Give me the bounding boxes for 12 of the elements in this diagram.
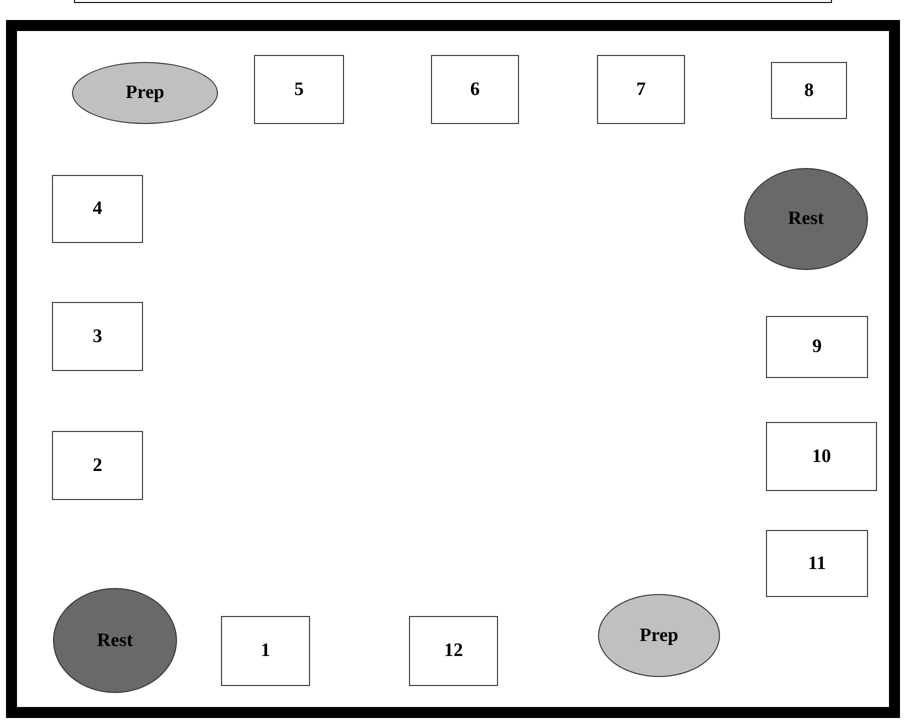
station-box: 4 [52,175,143,243]
station-box: 7 [597,55,685,124]
station-box: 6 [431,55,519,124]
station-box: 1 [221,616,310,686]
station-box: 3 [52,302,143,371]
station-box: 11 [766,530,868,597]
station-box: 2 [52,431,143,500]
station-box: 9 [766,316,868,378]
station-box: 10 [766,422,877,491]
station-box: 5 [254,55,344,124]
station-box: 12 [409,616,498,686]
station-box: 8 [771,62,847,119]
